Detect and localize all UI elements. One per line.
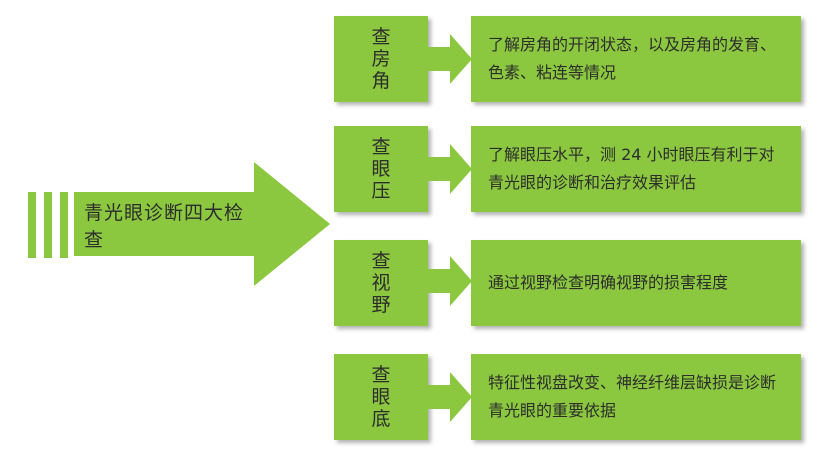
- exam-label-box-4: 查眼底: [334, 354, 428, 440]
- row-arrow-2: [428, 144, 472, 194]
- exam-desc-1: 了解房角的开闭状态，以及房角的发育、色素、粘连等情况: [488, 35, 777, 82]
- decor-bar-3: [60, 192, 68, 258]
- exam-label-2: 查眼压: [371, 136, 391, 202]
- exam-desc-box-4: 特征性视盘改变、神经纤维层缺损是诊断青光眼的重要依据: [471, 354, 801, 440]
- exam-label-3: 查视野: [371, 250, 391, 316]
- exam-label-box-1: 查房角: [334, 16, 428, 102]
- exam-desc-box-3: 通过视野检查明确视野的损害程度: [471, 240, 801, 326]
- exam-desc-3: 通过视野检查明确视野的损害程度: [488, 273, 729, 292]
- exam-desc-2: 了解眼压水平，测 24 小时眼压有利于对青光眼的诊断和治疗效果评估: [488, 145, 775, 192]
- row-arrow-4: [428, 372, 472, 422]
- exam-desc-box-2: 了解眼压水平，测 24 小时眼压有利于对青光眼的诊断和治疗效果评估: [471, 126, 801, 212]
- row-arrow-1: [428, 34, 472, 84]
- exam-desc-box-1: 了解房角的开闭状态，以及房角的发育、色素、粘连等情况: [471, 16, 801, 102]
- row-arrow-3: [428, 256, 472, 306]
- main-arrow-shape: [74, 162, 330, 286]
- decor-bar-2: [44, 192, 52, 258]
- exam-label-box-2: 查眼压: [334, 126, 428, 212]
- exam-label-1: 查房角: [371, 26, 391, 92]
- main-label: 青光眼诊断四大检查: [84, 202, 245, 251]
- exam-desc-4: 特征性视盘改变、神经纤维层缺损是诊断青光眼的重要依据: [488, 373, 777, 420]
- exam-label-4: 查眼底: [371, 364, 391, 430]
- decor-bar-1: [28, 192, 36, 258]
- exam-label-box-3: 查视野: [334, 240, 428, 326]
